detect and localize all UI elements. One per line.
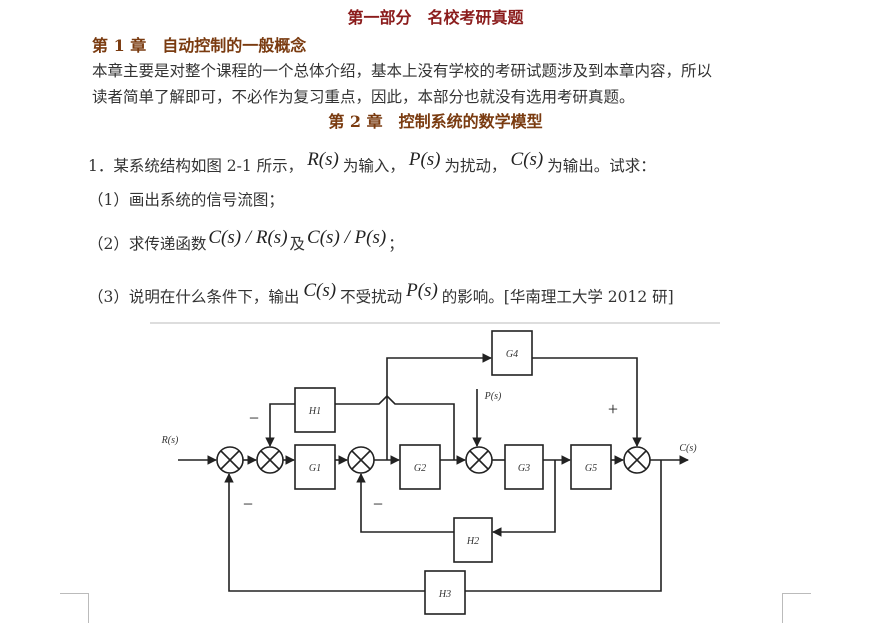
label-h3: H3 bbox=[438, 589, 451, 600]
label-g1: G1 bbox=[309, 463, 321, 474]
math-C-over-R: C(s) / R(s) bbox=[208, 227, 288, 248]
page-corner-mark-right bbox=[782, 593, 811, 623]
sub2-prefix: （2）求传递函数 bbox=[88, 235, 207, 253]
block-g2 bbox=[399, 444, 441, 490]
summing-junction-4 bbox=[465, 446, 493, 474]
page-corner-line-right bbox=[782, 593, 811, 594]
label-g5: G5 bbox=[585, 463, 597, 474]
sub2-end: ； bbox=[388, 235, 404, 253]
block-h1 bbox=[294, 387, 336, 433]
math-R: R(s) bbox=[307, 149, 339, 170]
block-g5 bbox=[570, 444, 612, 490]
sub-question-1: （1）画出系统的信号流图； bbox=[88, 191, 284, 209]
label-h2: H2 bbox=[466, 536, 479, 547]
summing-junction-2 bbox=[256, 446, 284, 474]
question-1: 1．某系统结构如图 2-1 所示，R(s)为输入，P(s)为扰动，C(s)为输出… bbox=[88, 149, 656, 177]
label-g2: G2 bbox=[414, 463, 426, 474]
summing-junction-5 bbox=[623, 446, 651, 474]
summing-junction-3 bbox=[347, 446, 375, 474]
minus-sign-h1: − bbox=[249, 408, 259, 428]
label-h1: H1 bbox=[308, 406, 321, 417]
block-g1 bbox=[294, 444, 336, 490]
chapter2-title: 第 2 章 控制系统的数学模型 bbox=[328, 112, 543, 131]
q1-text: 为输入， bbox=[342, 157, 405, 175]
chapter1-paragraph-line2: 读者简单了解即可，不必作为复习重点，因此，本部分也就没有选用考研真题。 bbox=[92, 88, 635, 106]
sub2-mid: 及 bbox=[289, 235, 306, 253]
page-corner-line-left bbox=[60, 593, 89, 594]
label-g3: G3 bbox=[518, 463, 530, 474]
minus-sign-h3: − bbox=[243, 494, 253, 514]
page-corner-mark-left bbox=[60, 593, 89, 623]
sub3-end: 的影响。[华南理工大学 2012 研] bbox=[441, 288, 674, 306]
math-P: P(s) bbox=[408, 149, 441, 170]
block-h2 bbox=[453, 517, 493, 563]
block-g3 bbox=[504, 444, 544, 490]
block-h3 bbox=[424, 570, 466, 615]
label-g4: G4 bbox=[506, 349, 518, 360]
chapter1-paragraph-line1: 本章主要是对整个课程的一个总体介绍，基本上没有学校的考研试题涉及到本章内容，所以 bbox=[92, 62, 713, 80]
label-input: R(s) bbox=[161, 435, 179, 446]
summing-junction-1 bbox=[216, 446, 244, 474]
part-title: 第一部分 名校考研真题 bbox=[347, 8, 524, 27]
label-disturbance: P(s) bbox=[484, 391, 502, 402]
q1-prefix: 1．某系统结构如图 2-1 所示， bbox=[88, 157, 304, 175]
math-P: P(s) bbox=[406, 280, 438, 301]
plus-sign-g4: + bbox=[608, 399, 618, 419]
label-output: C(s) bbox=[679, 443, 697, 454]
chapter1-title: 第 1 章 自动控制的一般概念 bbox=[92, 36, 307, 55]
minus-sign-h2: − bbox=[373, 494, 383, 514]
q1-text: 为输出。试求： bbox=[547, 157, 656, 175]
math-C: C(s) bbox=[303, 280, 337, 301]
math-C: C(s) bbox=[510, 149, 544, 170]
sub3-prefix: （3）说明在什么条件下，输出 bbox=[88, 288, 300, 306]
block-g4 bbox=[491, 330, 533, 376]
q1-text: 为扰动， bbox=[444, 157, 507, 175]
math-C-over-P: C(s) / P(s) bbox=[307, 227, 387, 248]
sub3-mid: 不受扰动 bbox=[340, 288, 403, 306]
